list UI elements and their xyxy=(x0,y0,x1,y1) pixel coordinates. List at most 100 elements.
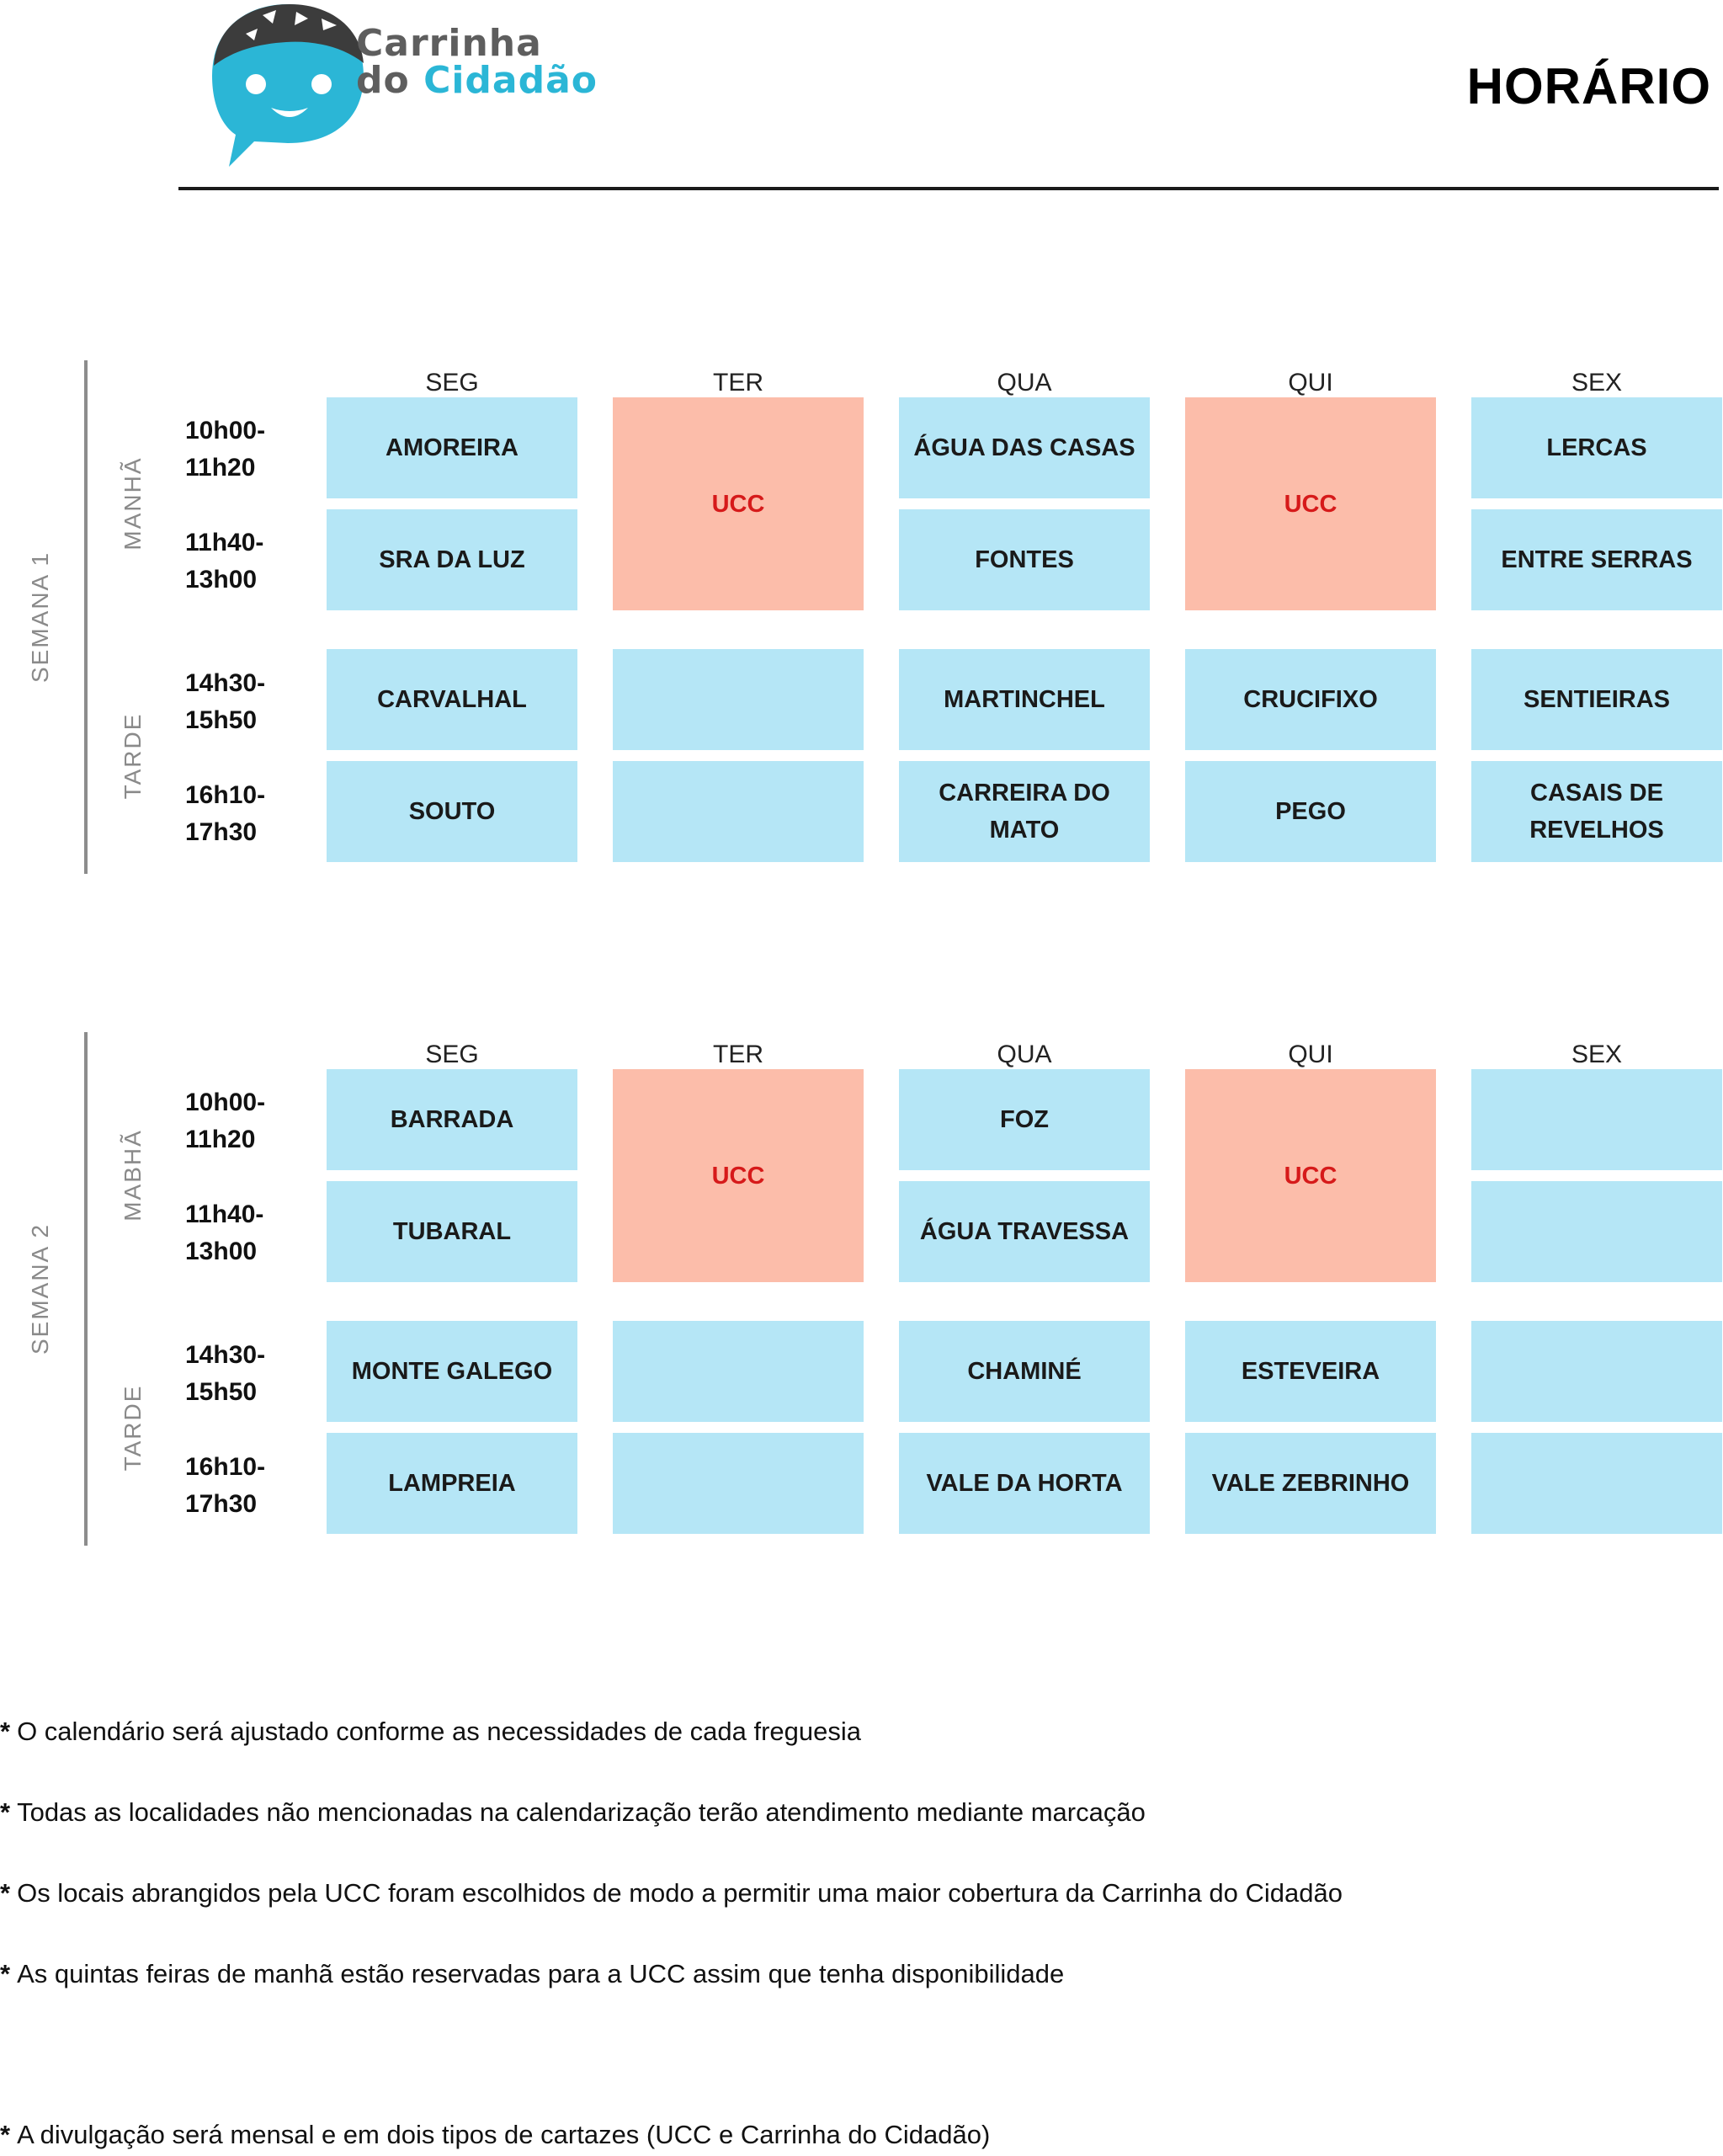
week-label: SEMANA 1 xyxy=(27,551,53,684)
time-end: 11h20 xyxy=(185,1126,256,1153)
time-slot-4: 16h10- 17h30 xyxy=(185,1449,295,1523)
schedule-cell xyxy=(613,649,864,750)
time-end: 17h30 xyxy=(185,818,258,846)
day-header-qua: QUA xyxy=(997,1041,1052,1068)
day-header-sex: SEX xyxy=(1571,1041,1623,1068)
time-start: 14h30- xyxy=(185,1341,266,1369)
period-label-morning: MANHÃ xyxy=(120,456,146,551)
day-header-seg: SEG xyxy=(425,369,479,397)
time-start: 10h00- xyxy=(185,1089,266,1116)
schedule-cell: FOZ xyxy=(899,1069,1150,1170)
schedule-cell xyxy=(613,761,864,862)
time-slot-2: 11h40- 13h00 xyxy=(185,1196,295,1270)
week-2-schedule: SEMANA 2 MABHÃ TARDE SEG TER QUA QUI SEX… xyxy=(0,1032,1723,1546)
smiling-speech-bubble-icon xyxy=(212,4,364,167)
schedule-cell: SOUTO xyxy=(327,761,577,862)
footnote-text: As quintas feiras de manhã estão reserva… xyxy=(17,1959,1065,1988)
period-label-afternoon: TARDE xyxy=(120,712,146,800)
footnote: *As quintas feiras de manhã estão reserv… xyxy=(0,1959,1064,1989)
time-end: 15h50 xyxy=(185,1378,258,1406)
time-start: 14h30- xyxy=(185,669,266,697)
schedule-cell: ESTEVEIRA xyxy=(1185,1321,1436,1422)
schedule-cell: CRUCIFIXO xyxy=(1185,649,1436,750)
schedule-cell: LAMPREIA xyxy=(327,1433,577,1534)
schedule-cell xyxy=(613,1433,864,1534)
footnote: *Os locais abrangidos pela UCC foram esc… xyxy=(0,1878,1343,1908)
day-header-qua: QUA xyxy=(997,369,1052,397)
period-label-morning: MABHÃ xyxy=(120,1129,146,1222)
schedule-cell xyxy=(1471,1069,1722,1170)
day-header-ter: TER xyxy=(713,369,763,397)
schedule-cell xyxy=(1471,1433,1722,1534)
time-start: 10h00- xyxy=(185,417,266,445)
week-1-schedule: SEMANA 1 MANHÃ TARDE SEG TER QUA QUI SEX… xyxy=(0,360,1723,874)
week-bracket xyxy=(84,360,88,874)
time-start: 16h10- xyxy=(185,781,266,809)
footnote-text: Os locais abrangidos pela UCC foram esco… xyxy=(17,1878,1343,1908)
day-header-seg: SEG xyxy=(425,1041,479,1068)
schedule-cell: TUBARAL xyxy=(327,1181,577,1282)
schedule-cell: ÁGUA TRAVESSA xyxy=(899,1181,1150,1282)
schedule-cell: VALE ZEBRINHO xyxy=(1185,1433,1436,1534)
day-header-qui: QUI xyxy=(1288,369,1333,397)
schedule-cell: CARREIRA DO MATO xyxy=(899,761,1150,862)
schedule-cell: MARTINCHEL xyxy=(899,649,1150,750)
time-slot-4: 16h10- 17h30 xyxy=(185,777,295,851)
schedule-cell: CARVALHAL xyxy=(327,649,577,750)
schedule-cell xyxy=(1471,1181,1722,1282)
schedule-cell: PEGO xyxy=(1185,761,1436,862)
brand-line-1: Carrinha xyxy=(356,22,542,65)
footnote-marker: * xyxy=(0,1959,11,1988)
time-end: 13h00 xyxy=(185,566,258,594)
schedule-cell: CASAIS DE REVELHOS xyxy=(1471,761,1722,862)
schedule-cell: ENTRE SERRAS xyxy=(1471,509,1722,610)
schedule-cell: FONTES xyxy=(899,509,1150,610)
time-start: 16h10- xyxy=(185,1453,266,1481)
footnote: *Todas as localidades não mencionadas na… xyxy=(0,1797,1146,1828)
footnote: *O calendário será ajustado conforme as … xyxy=(0,1717,861,1747)
schedule-cell: ÁGUA DAS CASAS xyxy=(899,397,1150,498)
period-label-afternoon: TARDE xyxy=(120,1384,146,1472)
schedule-cell: MONTE GALEGO xyxy=(327,1321,577,1422)
time-slot-3: 14h30- 15h50 xyxy=(185,665,295,739)
schedule-cell: SENTIEIRAS xyxy=(1471,649,1722,750)
ucc-cell: UCC xyxy=(1185,1069,1436,1282)
schedule-cell xyxy=(1471,1321,1722,1422)
time-start: 11h40- xyxy=(185,1200,264,1228)
time-end: 15h50 xyxy=(185,706,258,734)
footnote: *A divulgação será mensal e em dois tipo… xyxy=(0,2120,990,2150)
time-end: 11h20 xyxy=(185,454,256,482)
time-end: 13h00 xyxy=(185,1238,258,1265)
schedule-cell: SRA DA LUZ xyxy=(327,509,577,610)
day-header-ter: TER xyxy=(713,1041,763,1068)
footnote-text: O calendário será ajustado conforme as n… xyxy=(17,1717,862,1746)
time-end: 17h30 xyxy=(185,1490,258,1518)
schedule-cell: BARRADA xyxy=(327,1069,577,1170)
brand-wordmark: Carrinha do Cidadão xyxy=(356,25,598,99)
schedule-cell: LERCAS xyxy=(1471,397,1722,498)
footnote-marker: * xyxy=(0,1878,11,1908)
time-slot-1: 10h00- 11h20 xyxy=(185,413,295,487)
time-slot-1: 10h00- 11h20 xyxy=(185,1084,295,1158)
schedule-cell: VALE DA HORTA xyxy=(899,1433,1150,1534)
schedule-cell: AMOREIRA xyxy=(327,397,577,498)
time-slot-2: 11h40- 13h00 xyxy=(185,524,295,599)
footnote-text: Todas as localidades não mencionadas na … xyxy=(17,1797,1146,1827)
ucc-cell: UCC xyxy=(1185,397,1436,610)
week-label: SEMANA 2 xyxy=(27,1222,53,1355)
ucc-cell: UCC xyxy=(613,397,864,610)
time-slot-3: 14h30- 15h50 xyxy=(185,1337,295,1411)
footnote-marker: * xyxy=(0,2120,11,2149)
week-bracket xyxy=(84,1032,88,1546)
day-header-sex: SEX xyxy=(1571,369,1623,397)
brand-line-2: do Cidadão xyxy=(356,62,598,99)
header-divider xyxy=(178,187,1719,190)
time-start: 11h40- xyxy=(185,529,264,556)
footnote-text: A divulgação será mensal e em dois tipos… xyxy=(17,2120,991,2149)
brand-word-cidadao: Cidadão xyxy=(423,59,598,102)
schedule-cell xyxy=(613,1321,864,1422)
footnote-marker: * xyxy=(0,1717,11,1746)
ucc-cell: UCC xyxy=(613,1069,864,1282)
page-title: HORÁRIO xyxy=(1466,58,1711,114)
schedule-cell: CHAMINÉ xyxy=(899,1321,1150,1422)
